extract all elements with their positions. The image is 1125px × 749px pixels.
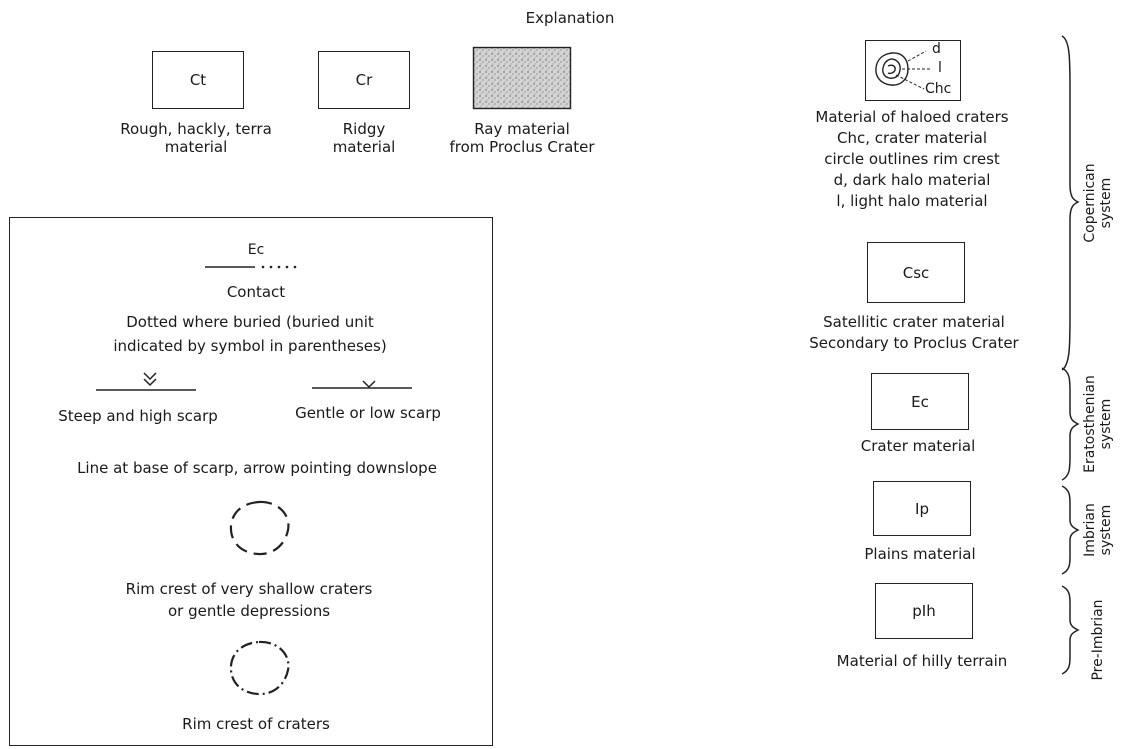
symbols-panel xyxy=(9,217,493,746)
shallow-crater-rim-symbol xyxy=(229,500,290,556)
unit-box-ct: Ct xyxy=(152,51,244,109)
unit-box-haloed: d l Chc xyxy=(865,40,961,101)
unit-box-ip: Ip xyxy=(873,481,971,536)
gentle-scarp-symbol xyxy=(312,380,412,389)
crater-rim-symbol xyxy=(229,640,290,696)
crater-rim-label: Rim crest of craters xyxy=(182,715,330,733)
scarp-note: Line at base of scarp, arrow pointing do… xyxy=(77,459,437,477)
legend-title: Explanation xyxy=(525,9,615,27)
unit-box-pih: pIh xyxy=(875,583,973,639)
unit-symbol-cr: Cr xyxy=(355,71,373,89)
unit-symbol-pih: pIh xyxy=(912,602,936,620)
unit-box-cr: Cr xyxy=(318,51,410,109)
ray-material-pattern xyxy=(472,46,572,110)
unit-symbol-csc: Csc xyxy=(902,263,930,282)
unit-symbol-ec: Ec xyxy=(911,392,929,411)
ec-description: Crater material xyxy=(860,437,976,455)
steep-scarp-symbol xyxy=(96,372,196,391)
system-braces xyxy=(1061,35,1080,675)
unit-symbol-ip: Ip xyxy=(915,499,929,518)
halo-label-chc: Chc xyxy=(925,81,952,97)
contact-line-symbol xyxy=(205,265,297,269)
unit-box-csc: Csc xyxy=(867,242,965,303)
unit-box-ec: Ec xyxy=(871,373,969,430)
halo-label-d: d xyxy=(932,41,941,57)
steep-scarp-label: Steep and high scarp xyxy=(58,407,218,425)
gentle-scarp-label: Gentle or low scarp xyxy=(295,404,441,422)
contact-title: Contact xyxy=(226,283,286,301)
preimbrian-system-label: Pre-Imbrian xyxy=(1090,599,1106,681)
unit-symbol-ct: Ct xyxy=(189,71,207,89)
haloed-crater-icon xyxy=(875,50,932,90)
contact-unit-label: Ec xyxy=(247,242,265,258)
pih-description: Material of hilly terrain xyxy=(836,652,1008,670)
ip-description: Plains material xyxy=(864,545,976,563)
halo-label-l: l xyxy=(938,60,942,76)
